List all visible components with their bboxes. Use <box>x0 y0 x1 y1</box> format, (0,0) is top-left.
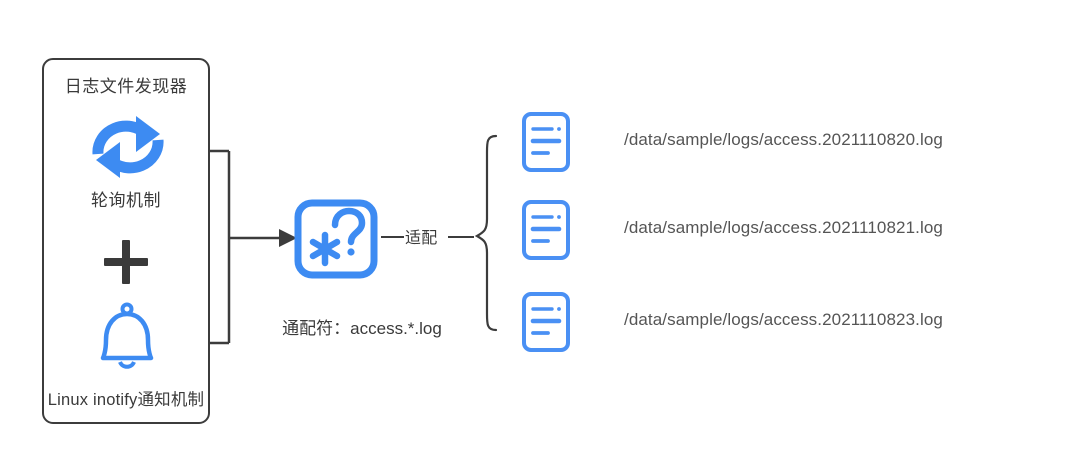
file-path: /data/sample/logs/access.2021110821.log <box>624 218 943 237</box>
inotify-label: Linux inotify通知机制 <box>47 391 205 409</box>
match-edge-label: 适配 <box>404 224 439 248</box>
file-path: /data/sample/logs/access.2021110823.log <box>624 310 943 329</box>
wildcard-pattern-label: 通配符：access.*.log <box>282 319 442 338</box>
wildcard-icon <box>293 199 379 279</box>
document-icon <box>518 112 574 172</box>
document-icon <box>518 200 574 260</box>
polling-label: 轮询机制 <box>91 191 161 210</box>
bell-icon <box>94 302 160 374</box>
plus-operator-icon <box>104 240 148 284</box>
refresh-icon <box>86 112 170 182</box>
discoverer-title: 日志文件发现器 <box>64 77 188 96</box>
document-icon <box>518 292 574 352</box>
file-path: /data/sample/logs/access.2021110820.log <box>624 130 943 149</box>
